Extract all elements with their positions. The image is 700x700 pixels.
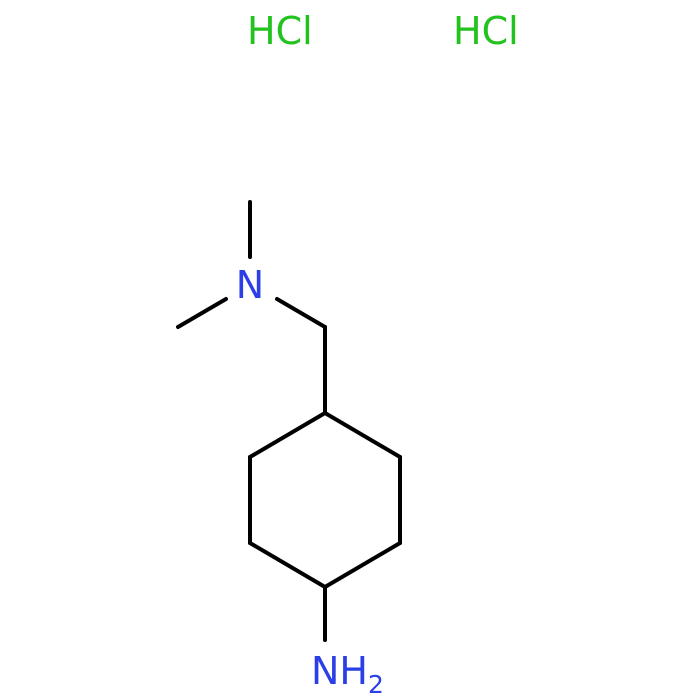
bond-ring-6 (248, 411, 327, 459)
atom-nh2-subscript: 2 (368, 670, 384, 699)
bond-ring-4 (248, 541, 327, 589)
bond-n-methyl-left (176, 297, 228, 329)
atom-nh2: NH2 (311, 649, 384, 699)
hcl-label-2: HCl (453, 9, 519, 53)
bond-n-ch2 (275, 297, 327, 329)
atom-nh2-main: NH (311, 649, 368, 693)
atom-n-dimethyl: N (236, 263, 264, 307)
bond-ring-1 (323, 411, 402, 459)
bond-ring-3 (323, 541, 402, 589)
hcl-label-1: HCl (247, 9, 313, 53)
